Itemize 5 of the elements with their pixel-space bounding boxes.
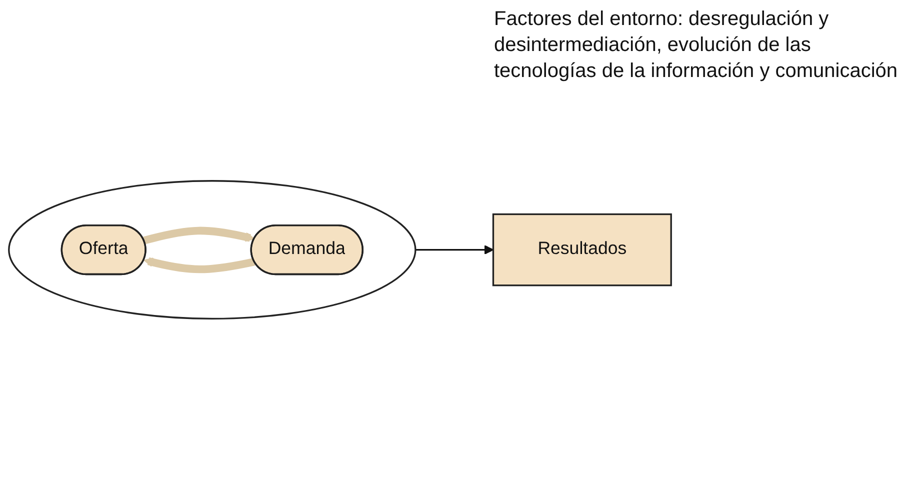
arrow (143, 227, 255, 244)
arrow (415, 245, 494, 255)
node-box: Resultados (492, 214, 672, 286)
note-text: Factores del entorno: desregulación y desintermediación, evolución de las tecnologías de la información y comunicación (494, 7, 899, 84)
arrow (144, 258, 256, 274)
